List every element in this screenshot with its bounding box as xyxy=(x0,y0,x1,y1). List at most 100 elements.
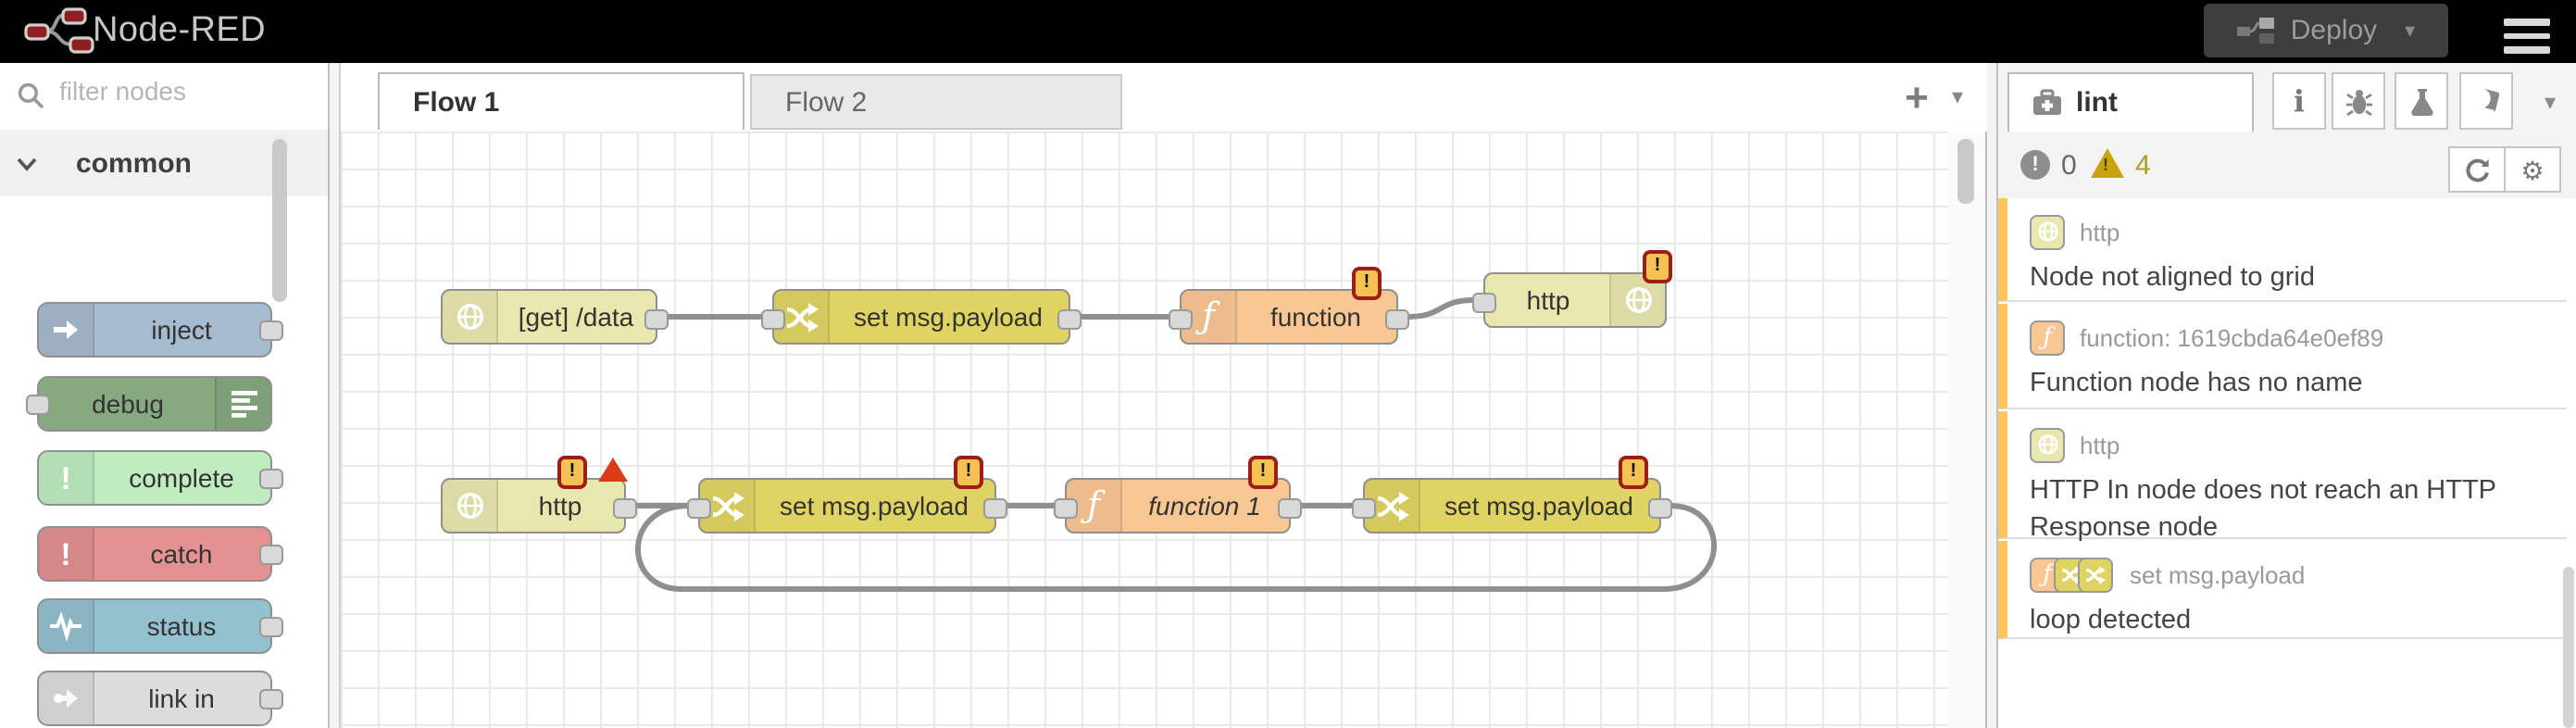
input-port[interactable] xyxy=(761,309,785,330)
palette-node-complete[interactable]: ! complete xyxy=(37,450,283,506)
exclamation-icon: ! xyxy=(39,452,94,504)
inject-arrow-icon xyxy=(39,304,94,356)
app-title: Node-RED xyxy=(93,11,266,50)
lint-issue[interactable]: http HTTP In node does not reach an HTTP… xyxy=(1998,411,2567,543)
output-port[interactable] xyxy=(1385,309,1409,330)
palette-search xyxy=(0,63,328,132)
refresh-button[interactable] xyxy=(2448,146,2506,193)
lint-issue[interactable]: http Node not aligned to grid xyxy=(1998,198,2567,302)
output-port[interactable] xyxy=(1057,309,1082,330)
output-port[interactable] xyxy=(983,498,1007,519)
input-port[interactable] xyxy=(1472,293,1496,313)
chevron-down-icon xyxy=(17,157,37,170)
add-flow-button[interactable]: + xyxy=(1905,74,1929,120)
node-red-logo-icon xyxy=(24,7,94,54)
sidebar-tab-tests[interactable] xyxy=(2395,72,2448,130)
http-node-badge xyxy=(2030,214,2065,249)
canvas-scroll-gutter xyxy=(1948,132,1987,728)
sidebar-tab-info[interactable]: i xyxy=(2272,72,2326,130)
globe-icon xyxy=(443,480,498,532)
hamburger-bar xyxy=(2504,46,2550,53)
sidebar-tab-debug[interactable] xyxy=(2332,72,2385,130)
node-palette: common inject debug xyxy=(0,63,330,728)
palette-node-status[interactable]: status xyxy=(37,598,283,654)
deploy-caret-icon[interactable]: ▾ xyxy=(2405,20,2416,43)
lint-issue-list: http Node not aligned to grid ƒ function… xyxy=(1998,198,2576,728)
bug-icon xyxy=(2345,89,2371,116)
warning-badge: ! xyxy=(954,456,983,489)
deploy-button[interactable]: Deploy ▾ xyxy=(2204,4,2448,57)
node-function[interactable]: ƒ function ! xyxy=(1169,267,1409,345)
lint-issue[interactable]: ƒ function: 1619cbda64e0ef89 Function no… xyxy=(1998,304,2567,409)
palette-node-link-in[interactable]: link in xyxy=(37,671,283,726)
wire-loop[interactable] xyxy=(635,503,1717,592)
output-port[interactable] xyxy=(644,309,669,330)
output-port[interactable] xyxy=(1278,498,1302,519)
tab-lint[interactable]: lint xyxy=(2007,72,2254,132)
search-input[interactable] xyxy=(56,74,322,107)
palette-separator[interactable] xyxy=(330,63,339,728)
link-icon xyxy=(39,672,94,724)
tab-list-caret-icon[interactable]: ▾ xyxy=(1952,83,1964,109)
tab-flow-1[interactable]: Flow 1 xyxy=(378,72,744,130)
sidebar-tab-help[interactable] xyxy=(2459,72,2513,130)
output-port[interactable] xyxy=(613,498,637,519)
node-change-1[interactable]: set msg.payload xyxy=(761,289,1082,345)
info-icon: i xyxy=(2293,83,2306,119)
output-port[interactable] xyxy=(259,617,283,637)
output-port[interactable] xyxy=(259,320,283,341)
node-label: function 1 xyxy=(1148,491,1261,521)
output-port[interactable] xyxy=(1648,498,1672,519)
flow-canvas[interactable] xyxy=(339,132,1950,728)
palette-scrollbar[interactable] xyxy=(272,139,287,302)
node-http-response[interactable]: http ! xyxy=(1472,250,1672,328)
tab-label: Flow 2 xyxy=(785,86,868,118)
sidebar-caret-icon[interactable]: ▾ xyxy=(2545,89,2557,115)
sidebar-scrollbar[interactable] xyxy=(2563,567,2574,728)
main-menu-button[interactable] xyxy=(2504,19,2550,60)
node-label: [get] /data xyxy=(518,302,634,332)
tab-flow-2[interactable]: Flow 2 xyxy=(750,74,1122,130)
sidebar-separator[interactable] xyxy=(1987,63,1996,728)
globe-icon xyxy=(2037,434,2057,455)
palette-node-label: inject xyxy=(151,315,212,345)
node-function-1[interactable]: ƒ function 1 ! xyxy=(1054,456,1302,533)
debug-list-icon xyxy=(215,378,270,430)
output-port[interactable] xyxy=(259,689,283,709)
globe-icon xyxy=(443,291,498,343)
node-change-2[interactable]: set msg.payload ! xyxy=(687,456,1007,533)
node-label: function xyxy=(1269,302,1362,332)
sidebar-header: lint i xyxy=(1998,63,2576,133)
node-http-in-get-data[interactable]: [get] /data xyxy=(441,289,669,345)
input-port[interactable] xyxy=(1352,498,1376,519)
input-port[interactable] xyxy=(687,498,711,519)
settings-button[interactable]: ⚙ xyxy=(2506,146,2561,193)
search-icon xyxy=(18,82,44,109)
lint-issue[interactable]: ƒ xyxy=(1998,541,2567,639)
function-node-badge: ƒ xyxy=(2030,320,2065,355)
palette-node-catch[interactable]: ! catch xyxy=(37,526,283,582)
input-port[interactable] xyxy=(1169,309,1193,330)
warning-badge: ! xyxy=(1643,250,1672,283)
globe-icon xyxy=(2037,221,2057,242)
wire[interactable] xyxy=(1405,297,1477,320)
palette-node-inject[interactable]: inject xyxy=(37,302,283,358)
input-port[interactable] xyxy=(1054,498,1078,519)
warning-badge: ! xyxy=(1352,267,1382,300)
globe-icon xyxy=(1609,274,1665,326)
sidebar-tab-label: lint xyxy=(2076,87,2118,119)
node-http-in[interactable]: http ! xyxy=(441,456,637,533)
palette-node-debug[interactable]: debug xyxy=(26,376,272,432)
output-port[interactable] xyxy=(259,469,283,489)
output-port[interactable] xyxy=(259,545,283,565)
canvas-scrollbar[interactable] xyxy=(1957,139,1974,204)
change-node-badge xyxy=(2078,558,2113,593)
error-count-icon: ! xyxy=(2020,150,2050,180)
node-label: http xyxy=(1526,285,1570,315)
node-change-3[interactable]: set msg.payload ! xyxy=(1352,456,1672,533)
palette-node-label: status xyxy=(146,611,217,641)
input-port[interactable] xyxy=(26,395,50,415)
http-node-badge xyxy=(2030,427,2065,462)
palette-node-label: complete xyxy=(129,463,234,493)
